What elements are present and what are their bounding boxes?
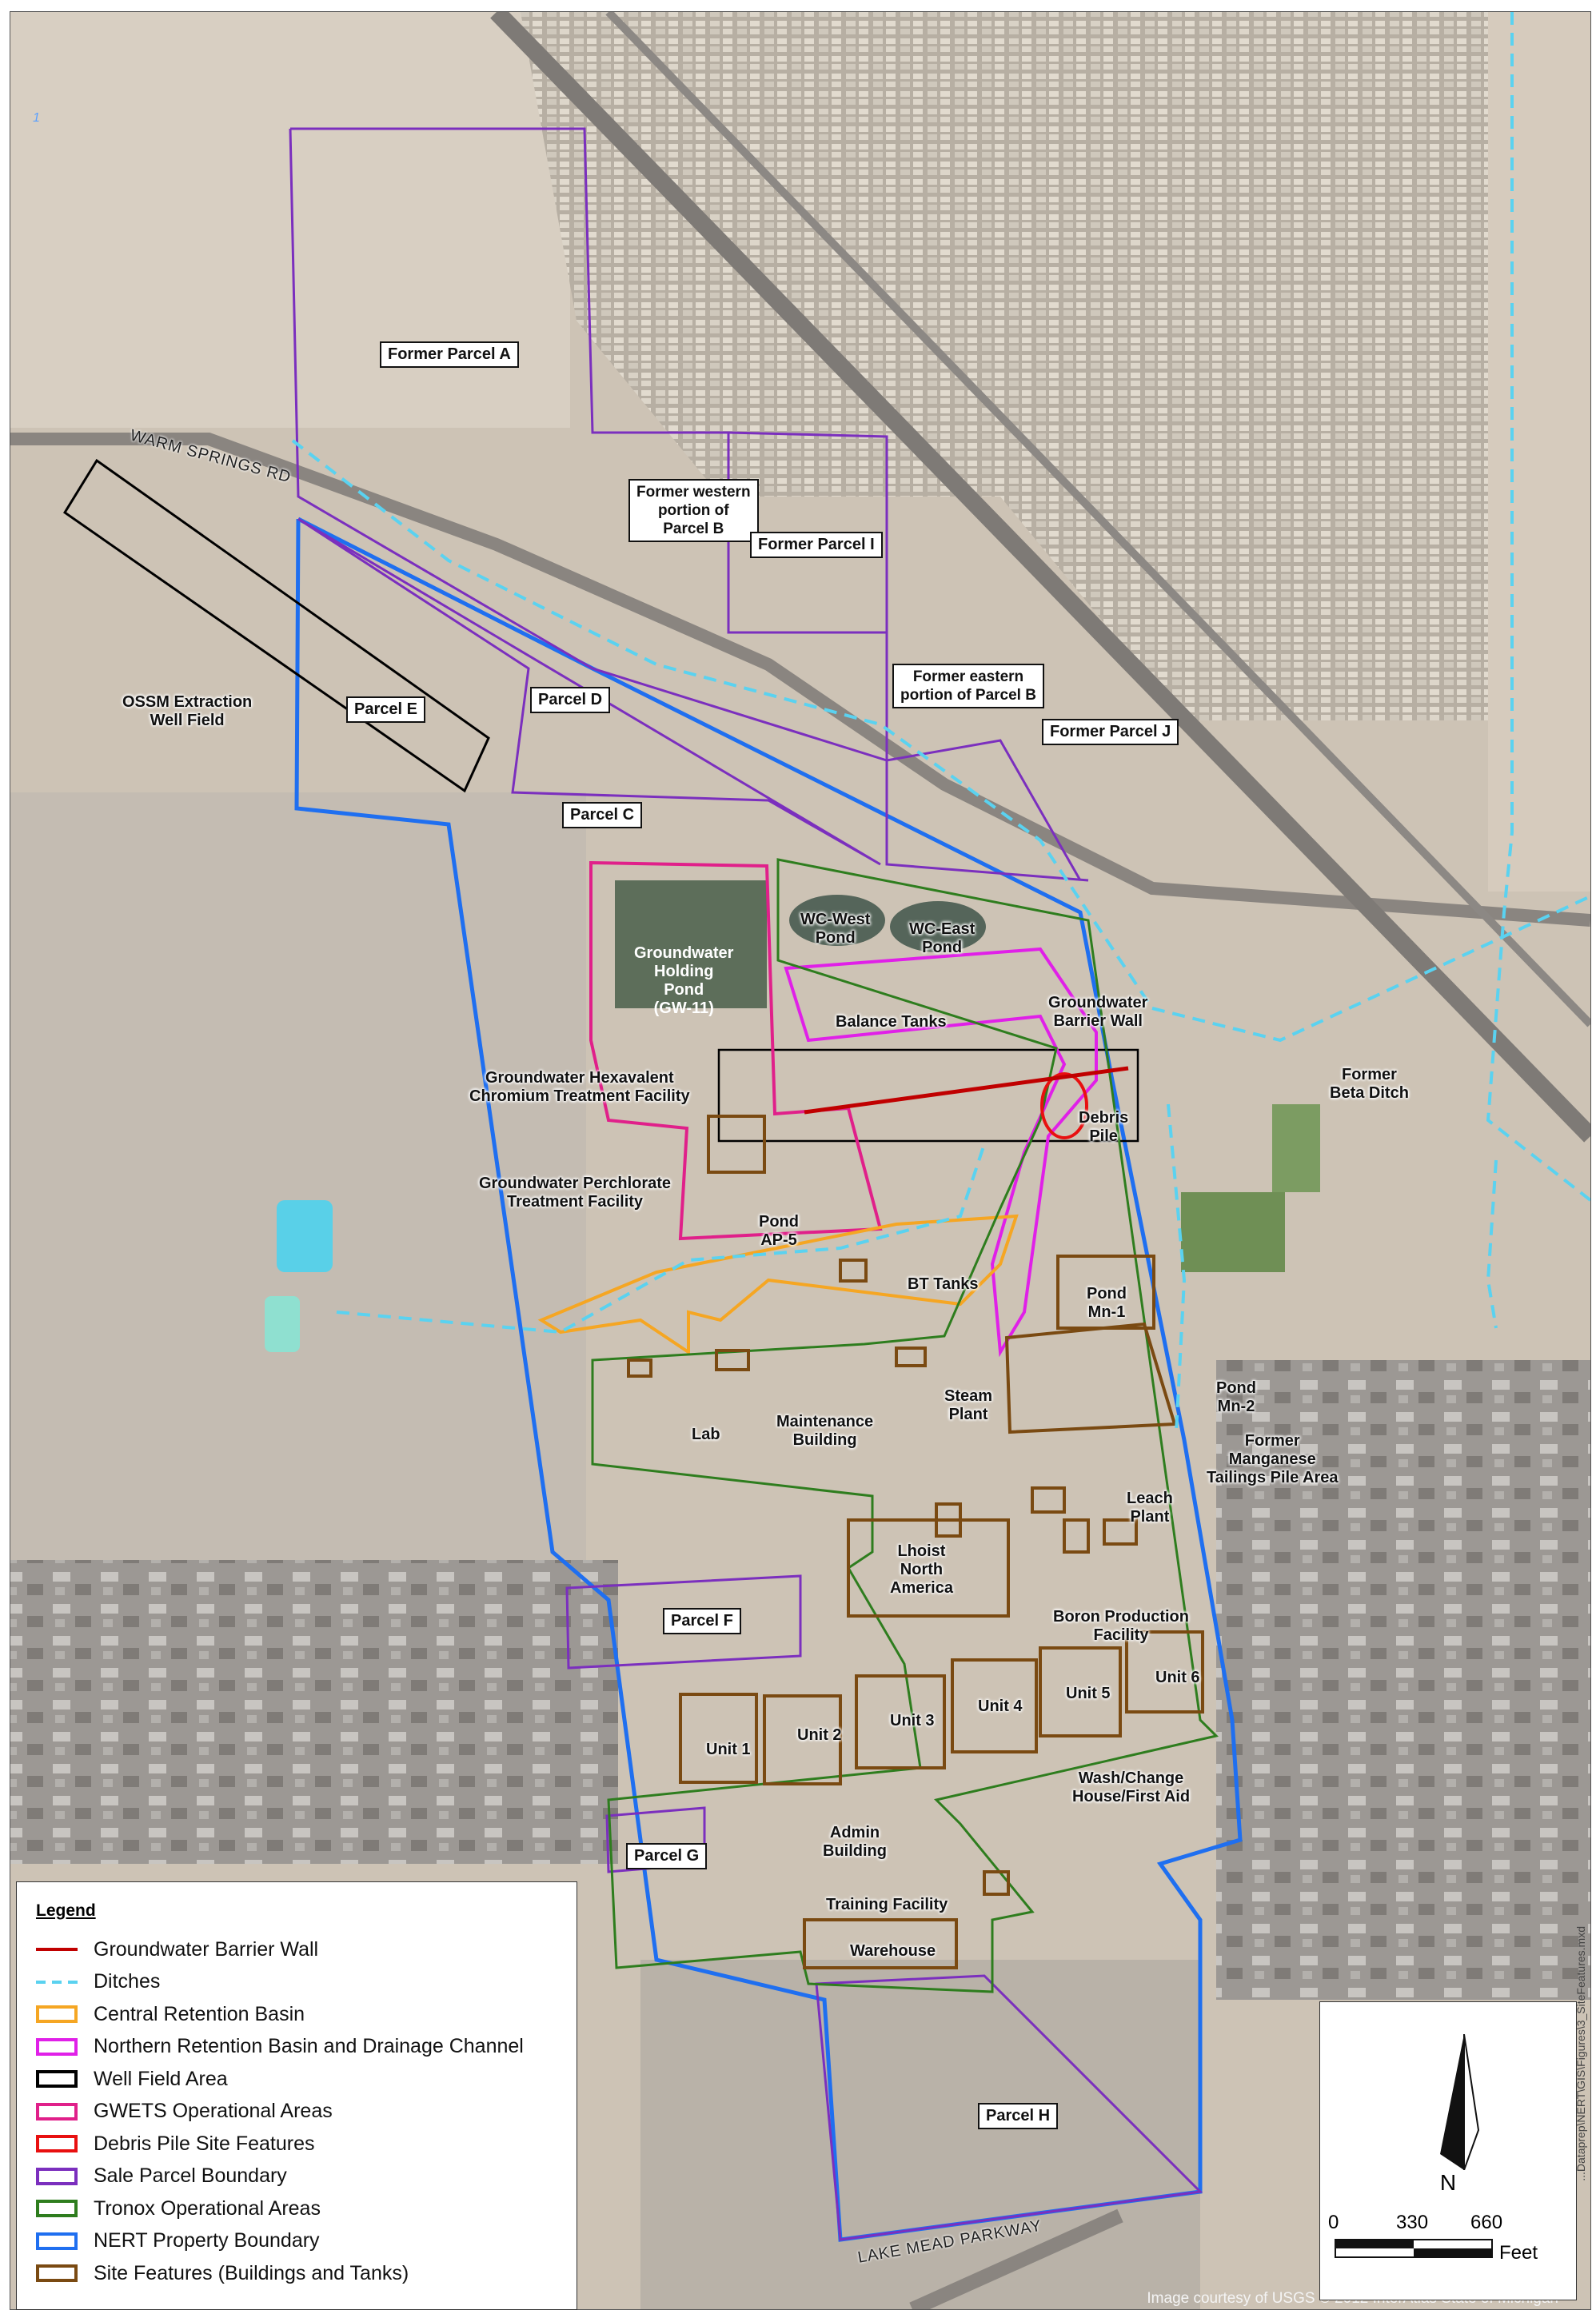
legend-swatch [36, 1941, 78, 1958]
legend-swatch [36, 2200, 78, 2217]
legend-item: Well Field Area [36, 2065, 228, 2093]
legend-swatch [36, 2135, 78, 2152]
legend-swatch [36, 2070, 78, 2088]
legend-label: GWETS Operational Areas [94, 2100, 333, 2122]
legend-item: Ditches [36, 1968, 160, 1997]
label-unit-3: Unit 3 [890, 1712, 935, 1730]
label-leach-plant: Leach Plant [1127, 1490, 1173, 1526]
label-former-beta-ditch: Former Beta Ditch [1330, 1066, 1409, 1102]
north-arrow-scale-panel: N 0 330 660 Feet [1319, 2001, 1577, 2300]
legend-item: Sale Parcel Boundary [36, 2162, 287, 2191]
parcel-label-c: Parcel C [562, 802, 643, 828]
parcel-label-g: Parcel G [626, 1843, 708, 1869]
parcel-label-former-eastern-b: Former eastern portion of Parcel B [892, 664, 1044, 708]
parcel-label-e: Parcel E [346, 696, 425, 723]
legend-item: Site Features (Buildings and Tanks) [36, 2259, 409, 2288]
legend-label: Site Features (Buildings and Tanks) [94, 2261, 409, 2284]
label-unit-4: Unit 4 [978, 1698, 1023, 1715]
legend-swatch [36, 2264, 78, 2282]
parcel-label-former-j: Former Parcel J [1042, 719, 1179, 745]
legend-label: Debris Pile Site Features [94, 2132, 315, 2155]
parcel-label-f: Parcel F [663, 1608, 741, 1634]
legend-item: GWETS Operational Areas [36, 2097, 333, 2126]
parcel-label-h: Parcel H [978, 2103, 1059, 2129]
legend-title: Legend [36, 1901, 96, 1920]
label-admin-building: Admin Building [823, 1824, 887, 1860]
scale-tick-0: 0 [1328, 2212, 1339, 2233]
legend-label: Well Field Area [94, 2067, 228, 2090]
legend-swatch [36, 2232, 78, 2250]
label-lab: Lab [692, 1426, 720, 1443]
north-arrow-icon [1440, 2034, 1480, 2170]
label-ossm-well-field: OSSM Extraction Well Field [122, 693, 253, 729]
label-maintenance-building: Maintenance Building [776, 1413, 874, 1449]
label-wc-west-pond: WC-West Pond [800, 911, 871, 947]
label-training-facility: Training Facility [826, 1896, 948, 1913]
label-wc-east-pond: WC-East Pond [909, 920, 976, 956]
label-warehouse: Warehouse [850, 1942, 936, 1960]
label-gw11-pond: Groundwater Holding Pond (GW-11) [634, 944, 734, 1017]
map-index-number: 1 [33, 111, 40, 125]
legend-swatch [36, 2167, 78, 2185]
label-unit-6: Unit 6 [1155, 1669, 1200, 1686]
parcel-label-d: Parcel D [530, 687, 611, 713]
parcel-label-former-a: Former Parcel A [380, 341, 519, 368]
legend-item: Debris Pile Site Features [36, 2129, 315, 2158]
legend-label: Northern Retention Basin and Drainage Ch… [94, 2035, 524, 2057]
label-tailings-pile: Former Manganese Tailings Pile Area [1207, 1432, 1339, 1486]
scale-bar [1335, 2239, 1493, 2258]
legend-item: Central Retention Basin [36, 2000, 305, 2029]
label-perchlorate-facility: Groundwater Perchlorate Treatment Facili… [479, 1175, 672, 1211]
legend-label: Sale Parcel Boundary [94, 2164, 287, 2187]
legend-swatch [36, 2102, 78, 2120]
legend-swatch [36, 2005, 78, 2023]
parcel-label-former-western-b: Former western portion of Parcel B [628, 479, 759, 542]
label-debris-pile: Debris Pile [1079, 1109, 1129, 1145]
label-wash-change-house: Wash/Change House/First Aid [1072, 1769, 1191, 1805]
legend-item: Northern Retention Basin and Drainage Ch… [36, 2033, 524, 2061]
label-pond-mn1: Pond Mn-1 [1087, 1285, 1127, 1321]
scale-tick-660: 660 [1470, 2212, 1503, 2233]
label-lhoist: Lhoist North America [890, 1542, 953, 1597]
label-steam-plant: Steam Plant [944, 1387, 993, 1423]
legend-label: Ditches [94, 1970, 161, 1993]
legend-label: Groundwater Barrier Wall [94, 1937, 319, 1961]
label-boron-facility: Boron Production Facility [1053, 1608, 1189, 1644]
north-letter: N [1439, 2170, 1457, 2195]
scale-unit: Feet [1499, 2242, 1538, 2264]
label-hex-chromium-facility: Groundwater Hexavalent Chromium Treatmen… [469, 1069, 690, 1105]
label-pond-ap5: Pond AP-5 [759, 1213, 799, 1249]
legend-swatch [36, 1973, 78, 1991]
scale-tick-330: 330 [1396, 2212, 1429, 2233]
legend-item: Groundwater Barrier Wall [36, 1935, 318, 1964]
label-unit-5: Unit 5 [1066, 1685, 1111, 1702]
label-balance-tanks: Balance Tanks [836, 1013, 947, 1031]
label-unit-2: Unit 2 [797, 1726, 842, 1744]
parcel-label-former-i: Former Parcel I [750, 532, 883, 558]
legend-item: Tronox Operational Areas [36, 2194, 321, 2223]
legend-label: Tronox Operational Areas [94, 2196, 321, 2220]
legend-item: NERT Property Boundary [36, 2227, 320, 2256]
legend-swatch [36, 2037, 78, 2056]
label-bt-tanks: BT Tanks [908, 1275, 979, 1293]
label-barrier-wall: Groundwater Barrier Wall [1048, 994, 1148, 1030]
legend-label: Central Retention Basin [94, 2002, 305, 2025]
legend-label: NERT Property Boundary [94, 2229, 320, 2252]
label-unit-1: Unit 1 [706, 1741, 751, 1758]
label-pond-mn2: Pond Mn-2 [1216, 1379, 1256, 1415]
